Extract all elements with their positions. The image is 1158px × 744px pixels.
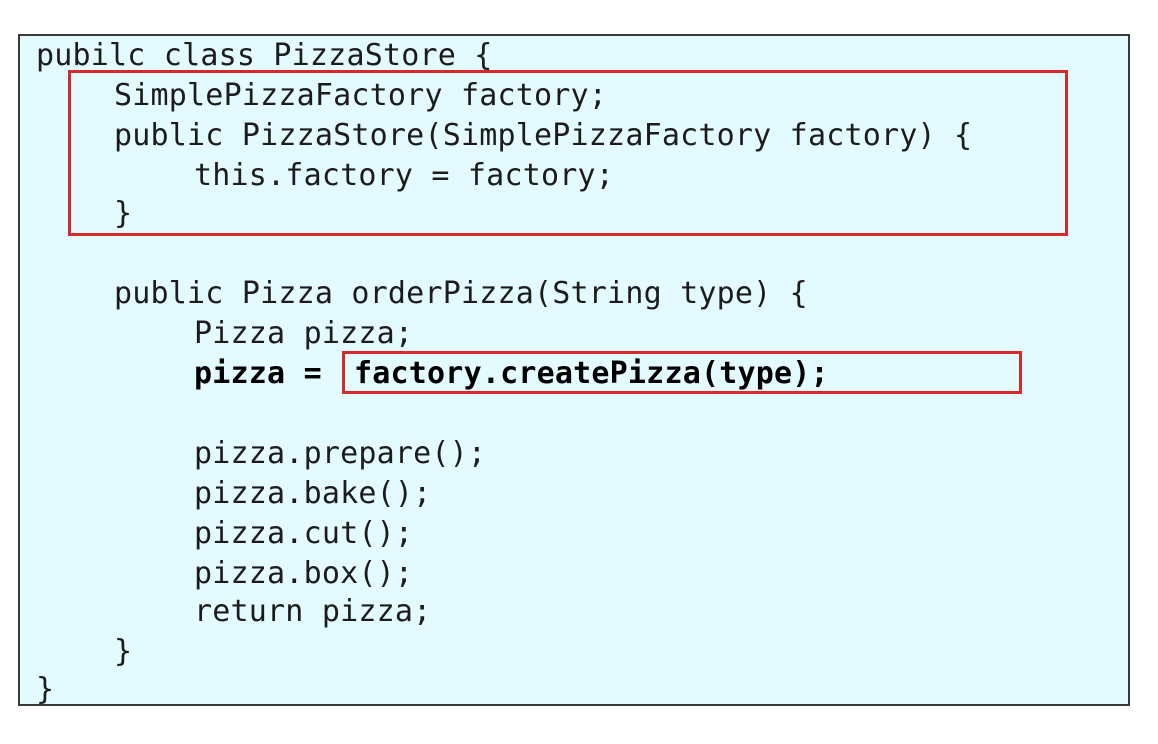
code-line-cut: pizza.cut();: [194, 516, 414, 551]
code-line-class-close: }: [36, 672, 55, 707]
code-line-constructor-close: }: [114, 196, 133, 231]
code-line-constructor-assignment: this.factory = factory;: [194, 158, 615, 193]
code-line-method-close: }: [114, 634, 133, 669]
code-listing-box: [18, 34, 1130, 706]
code-line-prepare: pizza.prepare();: [194, 436, 487, 471]
code-line-pizza-declaration: Pizza pizza;: [194, 316, 414, 351]
code-line-pizza-assign-lhs: pizza =: [194, 356, 341, 391]
code-line-order-pizza-signature: public Pizza orderPizza(String type) {: [114, 276, 808, 311]
code-line-return: return pizza;: [194, 594, 432, 629]
code-line-class-declaration: pubilc class PizzaStore {: [36, 38, 493, 73]
code-line-bake: pizza.bake();: [194, 476, 432, 511]
code-line-box: pizza.box();: [194, 556, 414, 591]
code-line-factory-create-call: factory.createPizza(type);: [354, 356, 829, 391]
code-line-constructor-signature: public PizzaStore(SimplePizzaFactory fac…: [114, 118, 973, 153]
code-line-factory-field: SimplePizzaFactory factory;: [114, 78, 608, 113]
